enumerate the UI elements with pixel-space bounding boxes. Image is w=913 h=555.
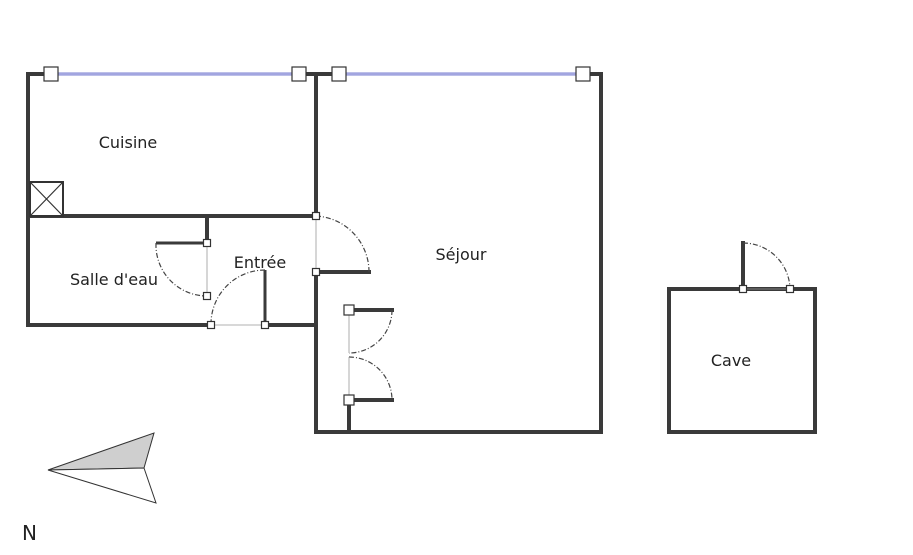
node-handle[interactable] xyxy=(331,66,347,82)
door-entree xyxy=(210,269,267,326)
shaft-icon xyxy=(29,181,64,217)
room-labels: Cuisine Salle d'eau Entrée Séjour Cave xyxy=(70,133,751,370)
north-label: N xyxy=(22,521,37,545)
walls xyxy=(26,72,817,434)
wall-nodes xyxy=(43,66,795,406)
room-label-entree: Entrée xyxy=(234,253,286,272)
node-handle[interactable] xyxy=(575,66,591,82)
node-handle[interactable] xyxy=(206,320,216,330)
node-handle[interactable] xyxy=(311,211,321,221)
doors xyxy=(155,215,791,401)
wall-sejour-outer xyxy=(314,72,603,434)
node-handle[interactable] xyxy=(343,394,355,406)
node-handle[interactable] xyxy=(311,267,321,277)
room-label-cuisine: Cuisine xyxy=(99,133,158,152)
door-cave xyxy=(742,242,791,290)
node-handle[interactable] xyxy=(202,238,212,248)
door-placard-top xyxy=(348,309,393,354)
node-handle[interactable] xyxy=(202,291,212,301)
door-placard-bottom xyxy=(348,356,393,401)
wall-left-outer xyxy=(26,72,213,327)
door-salle-eau xyxy=(155,241,208,297)
node-handle[interactable] xyxy=(43,66,59,82)
node-handle[interactable] xyxy=(785,284,795,294)
room-label-cave: Cave xyxy=(711,351,751,370)
north-arrow-icon xyxy=(47,432,157,504)
door-sejour xyxy=(315,215,370,273)
room-label-sejour: Séjour xyxy=(436,245,487,264)
wall-cave xyxy=(667,287,817,434)
node-handle[interactable] xyxy=(738,284,748,294)
node-handle[interactable] xyxy=(343,304,355,316)
node-handle[interactable] xyxy=(291,66,307,82)
node-handle[interactable] xyxy=(260,320,270,330)
room-label-salle-eau: Salle d'eau xyxy=(70,270,158,289)
